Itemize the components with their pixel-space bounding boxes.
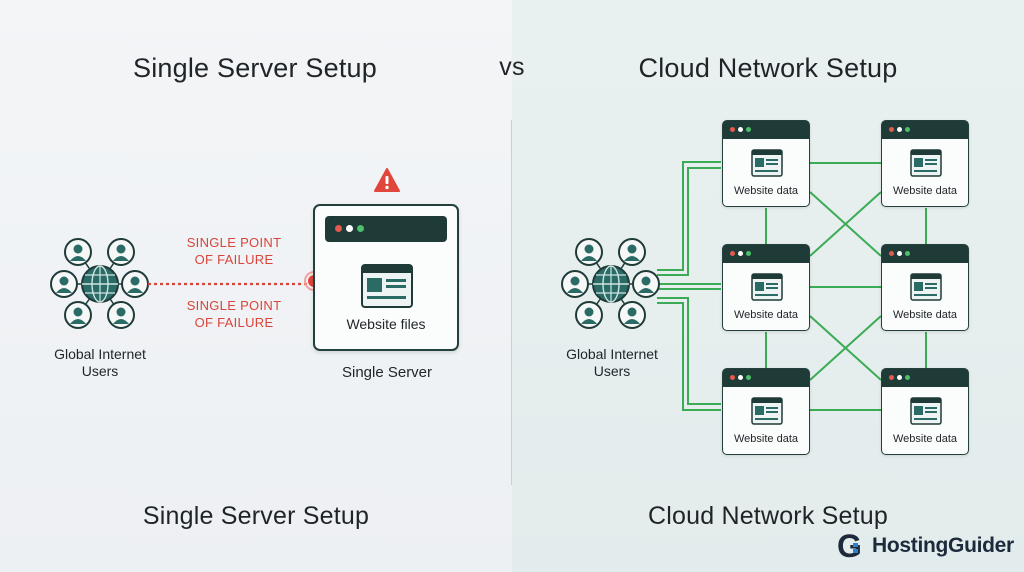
cloud-node: Website data xyxy=(881,368,969,455)
window-dot-red xyxy=(889,251,894,256)
window-dot-green xyxy=(746,127,751,132)
cloud-node: Website data xyxy=(722,368,810,455)
user-icon xyxy=(632,270,660,298)
node-title-bar xyxy=(723,121,809,139)
users-caption-line2: Users xyxy=(593,363,631,379)
window-dot-white xyxy=(738,251,743,256)
web-page-icon xyxy=(910,397,942,425)
single-server-label: Single Server xyxy=(341,364,433,381)
window-dot-white xyxy=(897,127,902,132)
window-dot-white xyxy=(897,251,902,256)
node-label: Website data xyxy=(892,309,957,321)
window-dot-green xyxy=(746,375,751,380)
server-title-bar xyxy=(325,216,447,242)
user-icon xyxy=(618,301,646,329)
user-icon xyxy=(575,301,603,329)
users-caption-line2: Users xyxy=(81,363,119,379)
spof-label-bottom: SINGLE POINT OF FAILURE xyxy=(164,297,304,331)
node-title-bar xyxy=(723,245,809,263)
panel-divider xyxy=(511,120,512,485)
web-page-icon xyxy=(751,273,783,301)
spof-top-line2: OF FAILURE xyxy=(194,252,274,267)
node-label: Website data xyxy=(733,185,798,197)
window-dot-red xyxy=(889,127,894,132)
node-label: Website data xyxy=(892,185,957,197)
web-page-icon xyxy=(910,273,942,301)
web-page-icon xyxy=(910,149,942,177)
network-links xyxy=(657,161,927,411)
user-icon xyxy=(50,270,78,298)
user-icon xyxy=(107,238,135,266)
web-page-icon xyxy=(361,264,413,308)
brand-name: HostingGuider xyxy=(872,534,1014,557)
spof-top-line1: SINGLE POINT xyxy=(186,235,282,250)
window-dot-green xyxy=(746,251,751,256)
window-dot-red xyxy=(889,375,894,380)
brand-logo: G HostingGuider xyxy=(836,530,1014,562)
single-server-box: Website files xyxy=(313,204,459,351)
node-title-bar xyxy=(882,121,968,139)
window-dot-white xyxy=(738,375,743,380)
left-diagram-graphics xyxy=(50,238,324,329)
cloud-node: Website data xyxy=(722,120,810,207)
globe-icon xyxy=(592,265,630,303)
window-dot-red xyxy=(730,127,735,132)
user-icon xyxy=(107,301,135,329)
warning-triangle-icon xyxy=(374,168,400,192)
brand-mark: G xyxy=(837,530,862,562)
brand-mark-icon: G xyxy=(837,530,862,562)
window-dot-white xyxy=(738,127,743,132)
node-label: Website data xyxy=(733,309,798,321)
users-caption-line1: Global Internet xyxy=(566,346,658,362)
window-dot-red xyxy=(730,251,735,256)
cloud-network-heading: Cloud Network Setup xyxy=(638,53,898,83)
user-icon xyxy=(64,301,92,329)
node-label: Website data xyxy=(733,433,798,445)
window-dot-red xyxy=(335,225,342,232)
user-icon xyxy=(121,270,149,298)
cloud-node: Website data xyxy=(722,244,810,331)
user-icon xyxy=(618,238,646,266)
users-cluster-left xyxy=(50,238,149,329)
single-server-footer: Single Server Setup xyxy=(142,502,370,530)
window-dot-green xyxy=(357,225,364,232)
node-title-bar xyxy=(882,245,968,263)
window-dot-green xyxy=(905,375,910,380)
users-cluster-right xyxy=(561,238,660,329)
single-server-heading: Single Server Setup xyxy=(133,53,377,83)
web-page-icon xyxy=(751,149,783,177)
spof-label-top: SINGLE POINT OF FAILURE xyxy=(164,234,304,268)
window-dot-white xyxy=(897,375,902,380)
node-title-bar xyxy=(882,369,968,387)
user-icon xyxy=(561,270,589,298)
cloud-network-footer: Cloud Network Setup xyxy=(647,502,889,530)
node-label: Website data xyxy=(892,433,957,445)
web-page-icon xyxy=(751,397,783,425)
globe-icon xyxy=(81,265,119,303)
spof-bottom-line1: SINGLE POINT xyxy=(186,298,282,313)
vs-label: vs xyxy=(499,53,525,81)
user-icon xyxy=(64,238,92,266)
node-title-bar xyxy=(723,369,809,387)
window-dot-red xyxy=(730,375,735,380)
cloud-node: Website data xyxy=(881,244,969,331)
users-caption-left: Global Internet Users xyxy=(30,346,170,380)
window-dot-green xyxy=(905,127,910,132)
users-caption-line1: Global Internet xyxy=(54,346,146,362)
user-icon xyxy=(575,238,603,266)
server-content-label: Website files xyxy=(346,316,426,332)
window-dot-green xyxy=(905,251,910,256)
window-dot-white xyxy=(346,225,353,232)
users-caption-right: Global Internet Users xyxy=(542,346,682,380)
spof-bottom-line2: OF FAILURE xyxy=(194,315,274,330)
cloud-node: Website data xyxy=(881,120,969,207)
